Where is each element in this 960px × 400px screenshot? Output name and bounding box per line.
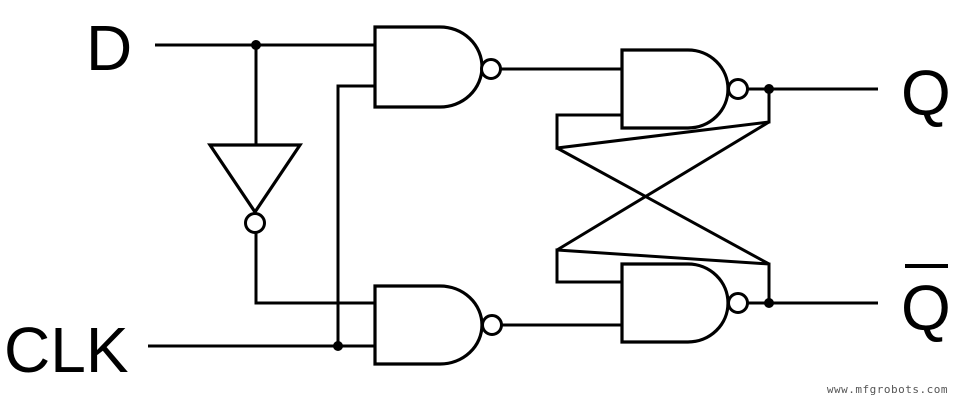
not-gate bbox=[206, 143, 304, 215]
d-junction-dot bbox=[251, 40, 261, 50]
clk-junction-dot bbox=[333, 341, 343, 351]
q-output-label: Q bbox=[901, 57, 951, 129]
d-input-label: D bbox=[86, 12, 132, 84]
cross-wire-b bbox=[556, 120, 770, 252]
q-bar-output-label: Q bbox=[901, 272, 951, 344]
lower-input-nand-gate bbox=[373, 284, 484, 366]
inverter-output-wire bbox=[254, 233, 375, 305]
clk-branch-wire bbox=[336, 84, 375, 346]
lower-latch-nand-gate bbox=[620, 262, 730, 344]
upper-latch-nand-bubble bbox=[727, 78, 749, 100]
upper-latch-nand-gate bbox=[620, 48, 730, 130]
q-bar-junction-dot bbox=[764, 298, 774, 308]
watermark-text: www.mfgrobots.com bbox=[826, 383, 948, 396]
not-gate-bubble bbox=[244, 212, 266, 234]
lower-latch-nand-bubble bbox=[727, 292, 749, 314]
upper-input-nand-bubble bbox=[480, 58, 502, 80]
cross-wire-a bbox=[556, 146, 770, 266]
clk-input-label: CLK bbox=[4, 314, 129, 386]
q-junction-dot bbox=[764, 84, 774, 94]
lower-input-nand-bubble bbox=[481, 314, 503, 336]
upper-input-nand-gate bbox=[373, 25, 484, 109]
